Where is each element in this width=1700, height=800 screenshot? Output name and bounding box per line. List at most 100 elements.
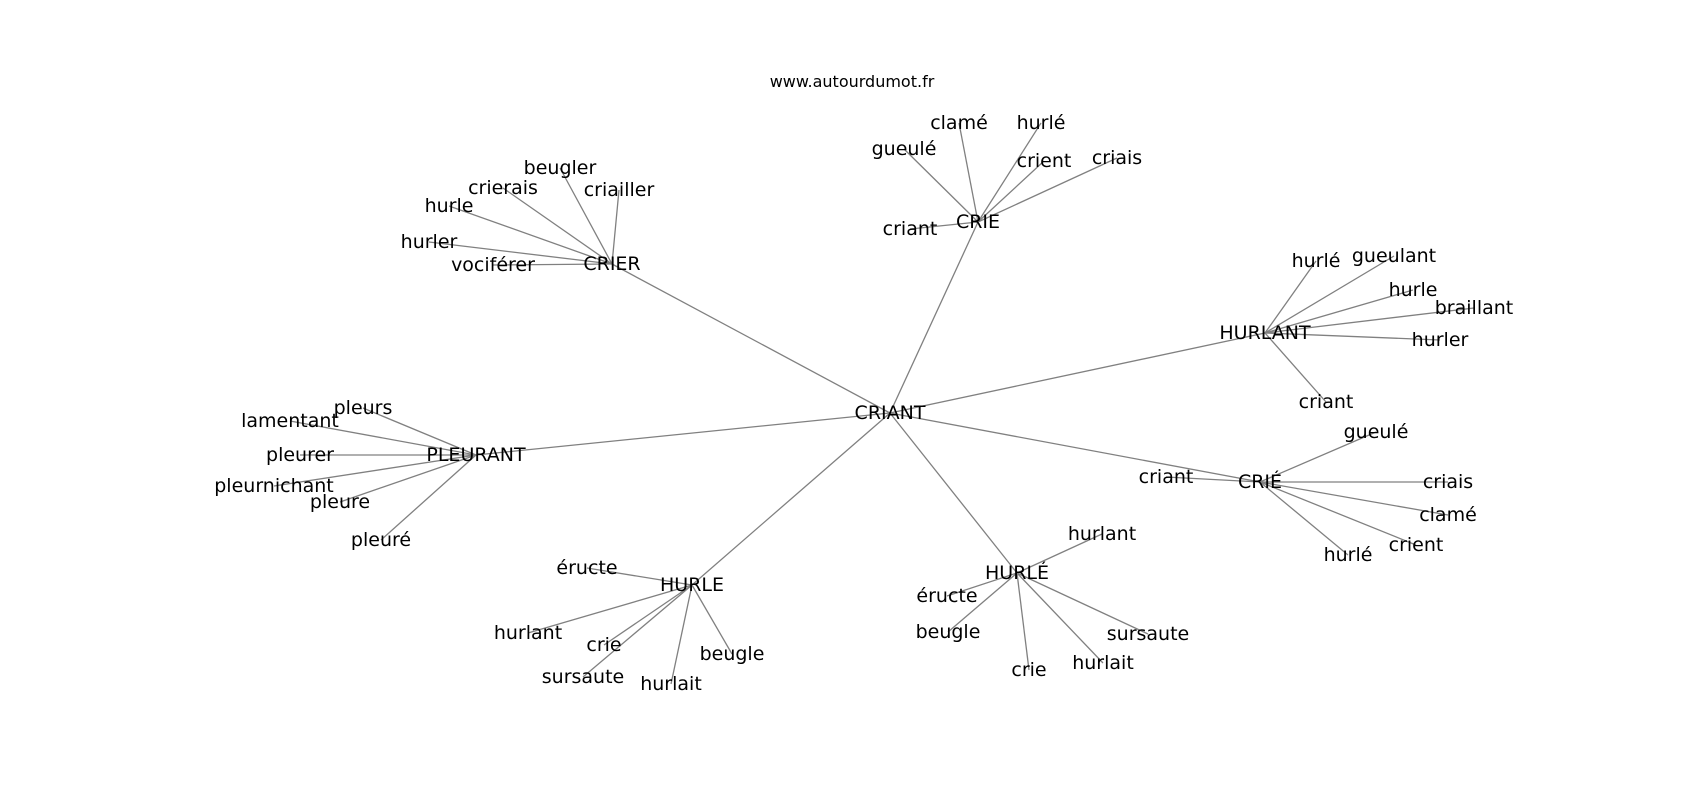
graph-labels: CRIANT CRIE criant gueulé clamé hurlé crient cr… [214,112,1513,695]
leaf-node[interactable]: éructe [556,557,617,579]
leaf-node[interactable]: sursaute [1107,623,1189,645]
edge-cluster-to-leaf [582,584,693,678]
leaf-node[interactable]: vociférer [451,254,535,276]
edge-cluster-to-leaf [1016,572,1149,635]
leaf-node[interactable]: hurlé [1324,544,1373,566]
edge-cluster-to-leaf [691,584,733,655]
leaf-node[interactable]: criailler [584,179,655,201]
edge-cluster-to-leaf [380,454,477,541]
edge-cluster-to-leaf [428,241,613,265]
edge-cluster-to-leaf [903,148,979,223]
edge-cluster-to-leaf [977,122,1042,223]
edge-cluster-to-leaf [611,189,620,265]
leaf-node[interactable]: crient [1017,150,1072,172]
leaf-node[interactable]: pleurs [334,397,393,419]
edge-cluster-to-leaf [958,122,979,223]
edge-cluster-to-leaf [1264,332,1441,341]
edge-cluster-to-leaf [1264,260,1317,334]
leaf-node[interactable]: hurlant [494,622,562,644]
edge-center-to-cluster [475,412,891,456]
edge-cluster-to-leaf [1259,481,1449,516]
edge-cluster-to-leaf [909,221,979,230]
edge-cluster-to-leaf [586,567,693,586]
edge-cluster-to-leaf [1016,533,1103,574]
edge-center-to-cluster [611,263,891,414]
leaf-node[interactable]: gueulé [872,138,937,160]
edge-cluster-to-leaf [947,572,1018,633]
edge-cluster-to-leaf [559,167,613,265]
leaf-node[interactable]: crient [1389,534,1444,556]
leaf-node[interactable]: hurler [401,231,458,253]
leaf-node[interactable]: hurle [1389,279,1438,301]
leaf-node[interactable]: pleure [310,491,370,513]
edge-cluster-to-leaf [527,584,693,634]
cluster-node[interactable]: HURLANT [1219,322,1311,344]
leaf-node[interactable]: sursaute [542,666,624,688]
center-node[interactable]: CRIANT [855,402,926,424]
leaf-node[interactable]: criant [883,218,938,240]
leaf-node[interactable]: éructe [916,585,977,607]
leaf-node[interactable]: criais [1092,147,1142,169]
edge-center-to-cluster [889,332,1266,414]
edge-center-to-cluster [889,221,979,414]
leaf-node[interactable]: pleurer [266,444,334,466]
leaf-node[interactable]: criant [1139,466,1194,488]
edge-cluster-to-leaf [1264,255,1395,334]
leaf-node[interactable]: beugle [700,643,765,665]
cluster-node[interactable]: CRIÉ [1238,470,1282,493]
edge-cluster-to-leaf [362,407,477,456]
edge-cluster-to-leaf [492,263,613,266]
leaf-node[interactable]: clamé [1419,504,1477,526]
leaf-node[interactable]: beugler [524,157,597,179]
leaf-node[interactable]: hurle [425,195,474,217]
edge-cluster-to-leaf [946,572,1018,597]
cluster-node[interactable]: CRIE [956,211,1000,233]
edge-cluster-to-leaf [977,160,1045,223]
leaf-node[interactable]: hurlait [1072,652,1134,674]
cluster-node[interactable]: PLEURANT [426,444,526,466]
edge-cluster-to-leaf [448,205,613,265]
leaf-node[interactable]: gueulant [1352,245,1436,267]
edge-center-to-cluster [889,412,1018,574]
cluster-node[interactable]: HURLE [660,574,724,596]
edge-cluster-to-leaf [273,454,477,487]
leaf-node[interactable]: hurlé [1292,250,1341,272]
leaf-node[interactable]: crie [1011,659,1046,681]
edge-cluster-to-leaf [1259,481,1417,546]
leaf-node[interactable]: gueulé [1344,421,1409,443]
edge-cluster-to-leaf [670,584,693,685]
leaf-node[interactable]: braillant [1435,297,1514,319]
leaf-node[interactable]: criais [1423,471,1473,493]
leaf-node[interactable]: hurlait [640,673,702,695]
edge-cluster-to-leaf [1259,431,1377,483]
edge-cluster-to-leaf [1264,307,1475,334]
leaf-node[interactable]: pleurnichant [214,475,334,497]
edge-cluster-to-leaf [977,157,1118,223]
graph-edges [273,122,1475,685]
edge-cluster-to-leaf [502,187,613,265]
leaf-node[interactable]: clamé [930,112,988,134]
leaf-node[interactable]: crierais [468,177,538,199]
edge-cluster-to-leaf [289,420,477,456]
cluster-node[interactable]: HURLÉ [985,561,1049,584]
leaf-node[interactable]: lamentant [241,410,339,432]
leaf-node[interactable]: hurlant [1068,523,1136,545]
leaf-node[interactable]: criant [1299,391,1354,413]
leaf-node[interactable]: beugle [916,621,981,643]
edge-cluster-to-leaf [1259,481,1349,556]
edge-cluster-to-leaf [603,584,693,646]
leaf-node[interactable]: hurler [1412,329,1469,351]
source-label: www.autourdumot.fr [770,72,935,91]
edge-center-to-cluster [691,412,891,586]
cluster-node[interactable]: CRIER [583,253,640,275]
edge-center-to-cluster [889,412,1261,483]
edge-cluster-to-leaf [1264,332,1327,403]
edge-cluster-to-leaf [1264,289,1414,334]
leaf-node[interactable]: hurlé [1017,112,1066,134]
leaf-node[interactable]: crie [586,634,621,656]
edge-cluster-to-leaf [1165,476,1261,483]
leaf-node[interactable]: pleuré [351,529,411,551]
edge-cluster-to-leaf [1016,572,1104,664]
edge-cluster-to-leaf [1016,572,1030,671]
